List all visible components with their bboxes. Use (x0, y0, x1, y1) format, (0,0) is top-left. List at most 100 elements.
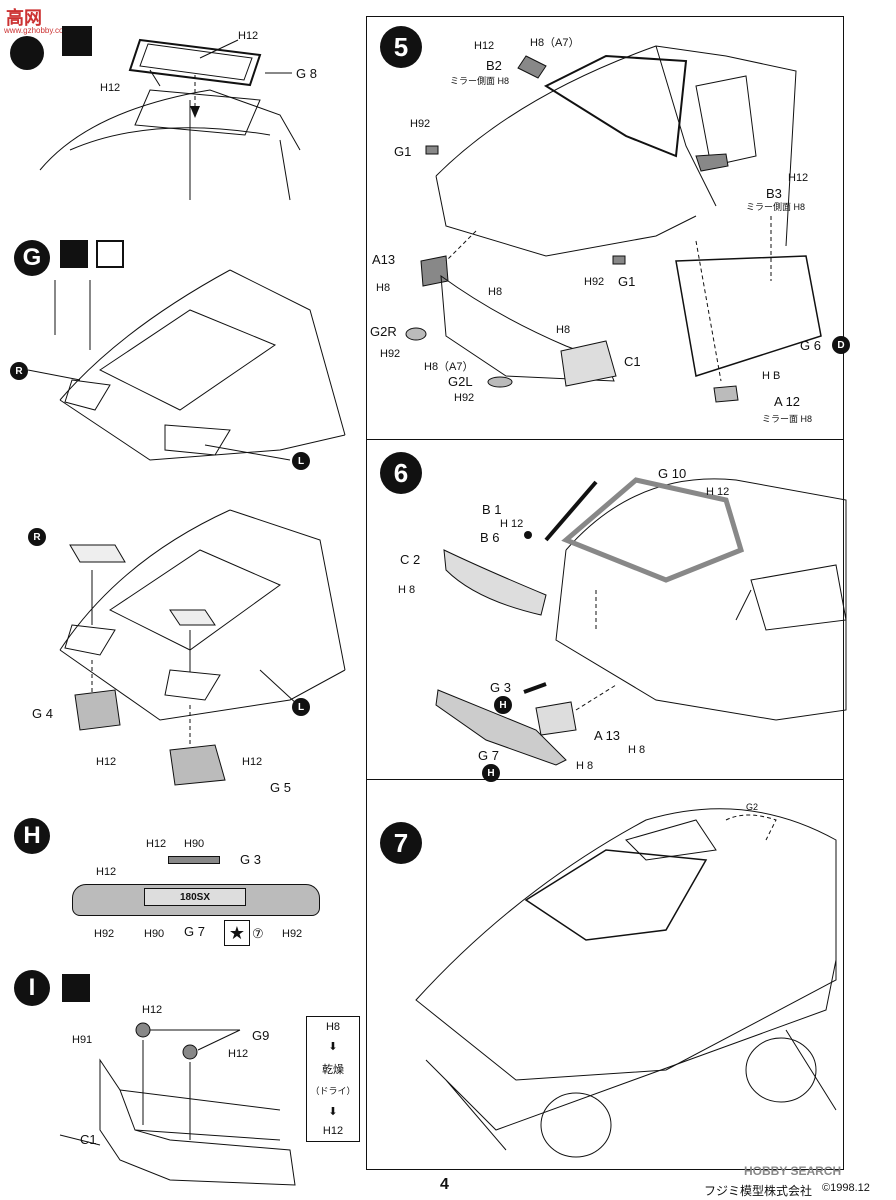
s6-h12-b1: H 12 (500, 518, 524, 530)
footer-copyright: ©1998.12 (822, 1182, 870, 1194)
s5-mirror-a12: ミラー面 H8 (762, 414, 813, 424)
s5-a13: A13 (372, 252, 396, 267)
bumper-diagram-i (59, 1022, 296, 1186)
f-h12-left: H12 (100, 82, 121, 94)
s5-b2: B2 (486, 58, 502, 73)
i-g9: G9 (252, 1028, 270, 1043)
s6-c2: C 2 (400, 552, 421, 567)
dry-sub: （ドライ） (310, 1086, 356, 1097)
step-badge-f (10, 36, 44, 70)
s6-g3-mark: H (494, 696, 512, 714)
s5-mirror-b2: ミラー側面 H8 (450, 76, 510, 86)
s5-h92-g1: H92 (410, 118, 431, 130)
dry-text: 乾燥 (322, 1063, 344, 1076)
s5-g6: G 6 (800, 338, 821, 353)
g-h12-g5: H12 (242, 756, 263, 768)
s6-h8-g7: H 8 (576, 760, 594, 772)
s5-g1-right: G1 (618, 274, 636, 289)
s5-h92-g1r: H92 (584, 276, 605, 288)
s5-g1-left: G1 (394, 144, 412, 159)
dry-instruction-box: H8 ⬇ 乾燥 （ドライ） ⬇ H12 (306, 1016, 360, 1142)
down-arrow-icon: ⬇ (328, 1105, 338, 1118)
s5-h12-b3: H12 (788, 172, 809, 184)
mark-l-lower: L (292, 698, 310, 716)
step5-body-diagram (405, 45, 822, 403)
step7-assembly-diagram (415, 808, 837, 1158)
h-h92-left: H92 (94, 928, 115, 940)
step6-badge: 6 (380, 452, 422, 494)
step7-panel (366, 780, 844, 1170)
hood-diagram-lower (59, 509, 346, 786)
s5-hb: H B (762, 370, 781, 382)
s6-h12-g10: H 12 (706, 486, 730, 498)
f-h12-top: H12 (238, 30, 259, 42)
h-h12-top: H12 (146, 838, 167, 850)
g-h12-g4: H12 (96, 756, 117, 768)
s6-g7: G 7 (478, 748, 499, 763)
s6-b6: B 6 (480, 530, 500, 545)
page-number: 4 (440, 1176, 449, 1193)
h-g3: G 3 (240, 852, 261, 867)
watermark-url: www.gzhobby.com (4, 26, 71, 35)
s5-g6-mark: D (832, 336, 850, 354)
hood-diagram-upper (27, 269, 346, 461)
g-g4: G 4 (32, 706, 53, 721)
footer-brand: フジミ模型株式会社 (704, 1184, 813, 1198)
step5-badge: 5 (380, 26, 422, 68)
mark-r-lower: R (28, 528, 46, 546)
s6-g3: G 3 (490, 680, 511, 695)
s5-h12-b2: H12 (474, 40, 495, 52)
i-h12-mid: H12 (228, 1048, 249, 1060)
dry-h12: H12 (322, 1125, 344, 1138)
mark-r-upper: R (10, 362, 28, 380)
s6-b1: B 1 (482, 502, 502, 517)
sunroof-diagram (39, 38, 301, 201)
s5-h8-c1: H8 (556, 324, 571, 336)
watermark-logo: 高网 (6, 8, 42, 28)
paint-diamond-icon (62, 974, 90, 1002)
h-h90-bottom: H90 (144, 928, 165, 940)
f-g8: G 8 (296, 66, 317, 81)
mark-l-upper: L (292, 452, 310, 470)
step-badge-i: I (14, 970, 50, 1006)
s5-c1: C1 (624, 354, 641, 369)
s5-g2r: G2R (370, 324, 397, 339)
step5-panel (366, 16, 844, 440)
decal-star-icon: ★ (224, 920, 250, 946)
plate-text: 180SX (179, 891, 211, 903)
down-arrow-icon: ⬇ (328, 1041, 338, 1054)
i-h12-top: H12 (142, 1004, 163, 1016)
s7-g2: G2 (746, 802, 759, 812)
h-h92-right: H92 (282, 928, 303, 940)
step7-badge: 7 (380, 822, 422, 864)
s5-g2l: G2L (448, 374, 473, 389)
g3-bar (168, 856, 220, 864)
step6-panel (366, 440, 844, 780)
s5-h92-g2r: H92 (380, 348, 401, 360)
h-h90-top: H90 (184, 838, 205, 850)
paint-diamond-icon (62, 26, 92, 56)
hobbysearch-watermark: HOBBY SEARCH (744, 1164, 842, 1178)
g-g5: G 5 (270, 780, 291, 795)
s6-h8-c2: H 8 (398, 584, 416, 596)
h-decal-num: ⑦ (252, 926, 264, 941)
masking-tape-icon (96, 240, 124, 268)
step-badge-h: H (14, 818, 50, 854)
dry-h8: H8 (325, 1020, 341, 1033)
s6-g7-mark: H (482, 764, 500, 782)
h-g7: G 7 (184, 924, 205, 939)
paint-diamond-icon (60, 240, 88, 268)
s5-a12: A 12 (774, 394, 801, 409)
license-plate: 180SX (144, 888, 246, 906)
s6-h8-a13: H 8 (628, 744, 646, 756)
s6-a13: A 13 (594, 728, 621, 743)
s5-h8-a7-top: H8（A7） (530, 37, 580, 49)
i-h91: H91 (72, 1034, 93, 1046)
step-badge-g: G (14, 240, 50, 276)
s5-b3: B3 (766, 186, 782, 201)
s5-h92-g2l: H92 (454, 392, 475, 404)
s5-mirror-b3: ミラー側面 H8 (746, 202, 806, 212)
i-c1: C1 (80, 1132, 97, 1147)
s5-h8-mid: H8 (488, 286, 503, 298)
s6-g10: G 10 (658, 466, 687, 481)
